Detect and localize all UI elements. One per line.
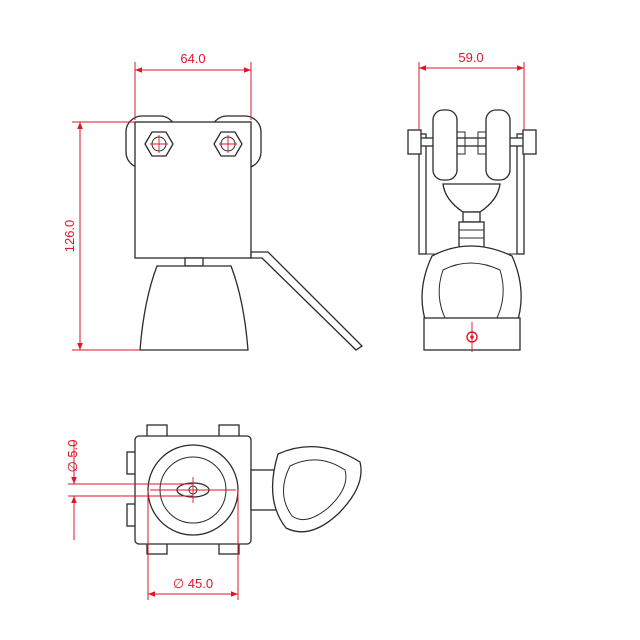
side-cone [442,183,501,213]
front-width-label: 64.0 [180,51,205,66]
front-height-dimension: 126.0 [62,121,140,351]
side-right-arm [516,133,525,255]
side-left-arm [418,133,427,255]
side-width-dimension: 59.0 [418,50,525,130]
base-diameter-label: ∅ 45.0 [173,576,213,591]
side-left-bolt-head [407,129,422,155]
side-left-wheel [432,109,458,181]
side-right-bolt-head [522,129,537,155]
bolt-diameter-dimension: ∅ 5.0 [65,439,193,540]
front-bracket-arm [250,251,364,351]
side-right-wheel [485,109,511,181]
side-stem-body [458,221,485,249]
side-clamp-ring [421,245,522,327]
base-diameter-dimension: ∅ 45.0 [147,490,239,600]
side-view [407,109,537,352]
top-bolt-2 [218,424,240,438]
side-stem-top [462,211,481,223]
front-width-dimension: 64.0 [134,51,252,120]
top-view [126,424,362,555]
front-base-cup [139,265,249,351]
bolt-diameter-label: ∅ 5.0 [65,439,80,472]
front-view [125,115,364,351]
top-clamp-ring [272,445,362,533]
side-width-label: 59.0 [458,50,483,65]
front-stem [184,257,204,267]
top-bolt-1 [146,424,168,438]
front-height-label: 126.0 [62,220,77,253]
